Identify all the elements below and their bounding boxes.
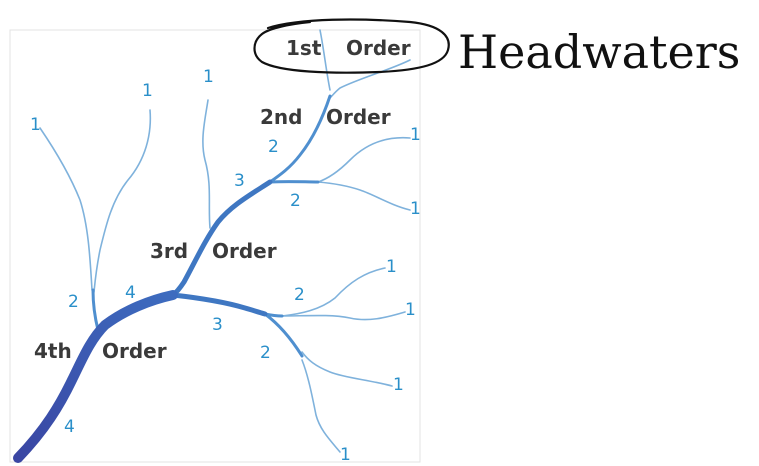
num-1-f: 1 [386, 257, 397, 277]
stream-right-mid-1 [281, 267, 386, 317]
stream-lower-right-1 [301, 351, 393, 387]
num-1-c: 1 [203, 67, 214, 87]
headwaters-note: Headwaters [458, 25, 740, 79]
second-order-streams [91, 94, 332, 358]
third-order-streams [170, 179, 273, 317]
num-2-a: 2 [268, 137, 279, 157]
num-2-e: 2 [260, 343, 271, 363]
num-4-b: 4 [64, 417, 75, 437]
num-1-i: 1 [340, 445, 351, 465]
second-order-label-number: 2nd [260, 105, 302, 129]
num-2-d: 2 [294, 285, 305, 305]
stream-top-2 [329, 59, 411, 99]
diagram-panel [9, 29, 421, 463]
num-3-a: 3 [234, 171, 245, 191]
stream-numbers: 1 1 1 1 1 1 1 1 1 2 2 2 2 2 3 3 4 4 [30, 67, 421, 465]
num-1-e: 1 [410, 199, 421, 219]
num-4-a: 4 [125, 283, 136, 303]
first-order-label-text: Order [346, 36, 411, 60]
second-order-label-text: Order [326, 105, 391, 129]
first-order-label-number: 1st [286, 36, 322, 60]
stream-right-upper-2 [317, 181, 411, 211]
num-1-h: 1 [393, 375, 404, 395]
stream-second-upper [268, 94, 332, 184]
stream-left-headwater-2 [93, 109, 152, 293]
num-1-g: 1 [405, 300, 416, 320]
order-labels: 1st Order 2nd Order 3rd Order 4th Order [34, 36, 411, 363]
third-order-label-number: 3rd [150, 239, 188, 263]
stream-upper-mid [202, 99, 211, 229]
stream-second-left [91, 288, 100, 332]
handwritten-annotation: Headwaters [253, 18, 740, 79]
stream-right-upper-1 [317, 136, 411, 183]
num-1-a: 1 [30, 115, 41, 135]
fourth-order-label-text: Order [102, 339, 167, 363]
hand-drawn-circle [253, 18, 450, 74]
third-order-label-text: Order [212, 239, 277, 263]
stream-left-headwater [39, 127, 93, 291]
num-1-b: 1 [142, 81, 153, 101]
stream-third-right [170, 292, 268, 317]
num-2-c: 2 [68, 292, 79, 312]
stream-third-upper [170, 179, 273, 298]
first-order-streams [39, 29, 411, 453]
fourth-order-label-number: 4th [34, 339, 72, 363]
stream-top-1 [319, 29, 331, 91]
stream-fourth-order-trunk [13, 290, 178, 463]
num-1-d: 1 [410, 125, 421, 145]
stream-lower-right-2 [301, 359, 341, 453]
stream-second-lower-right [263, 312, 304, 358]
num-2-b: 2 [290, 191, 301, 211]
num-3-b: 3 [212, 315, 223, 335]
stream-right-mid-2 [281, 311, 406, 321]
